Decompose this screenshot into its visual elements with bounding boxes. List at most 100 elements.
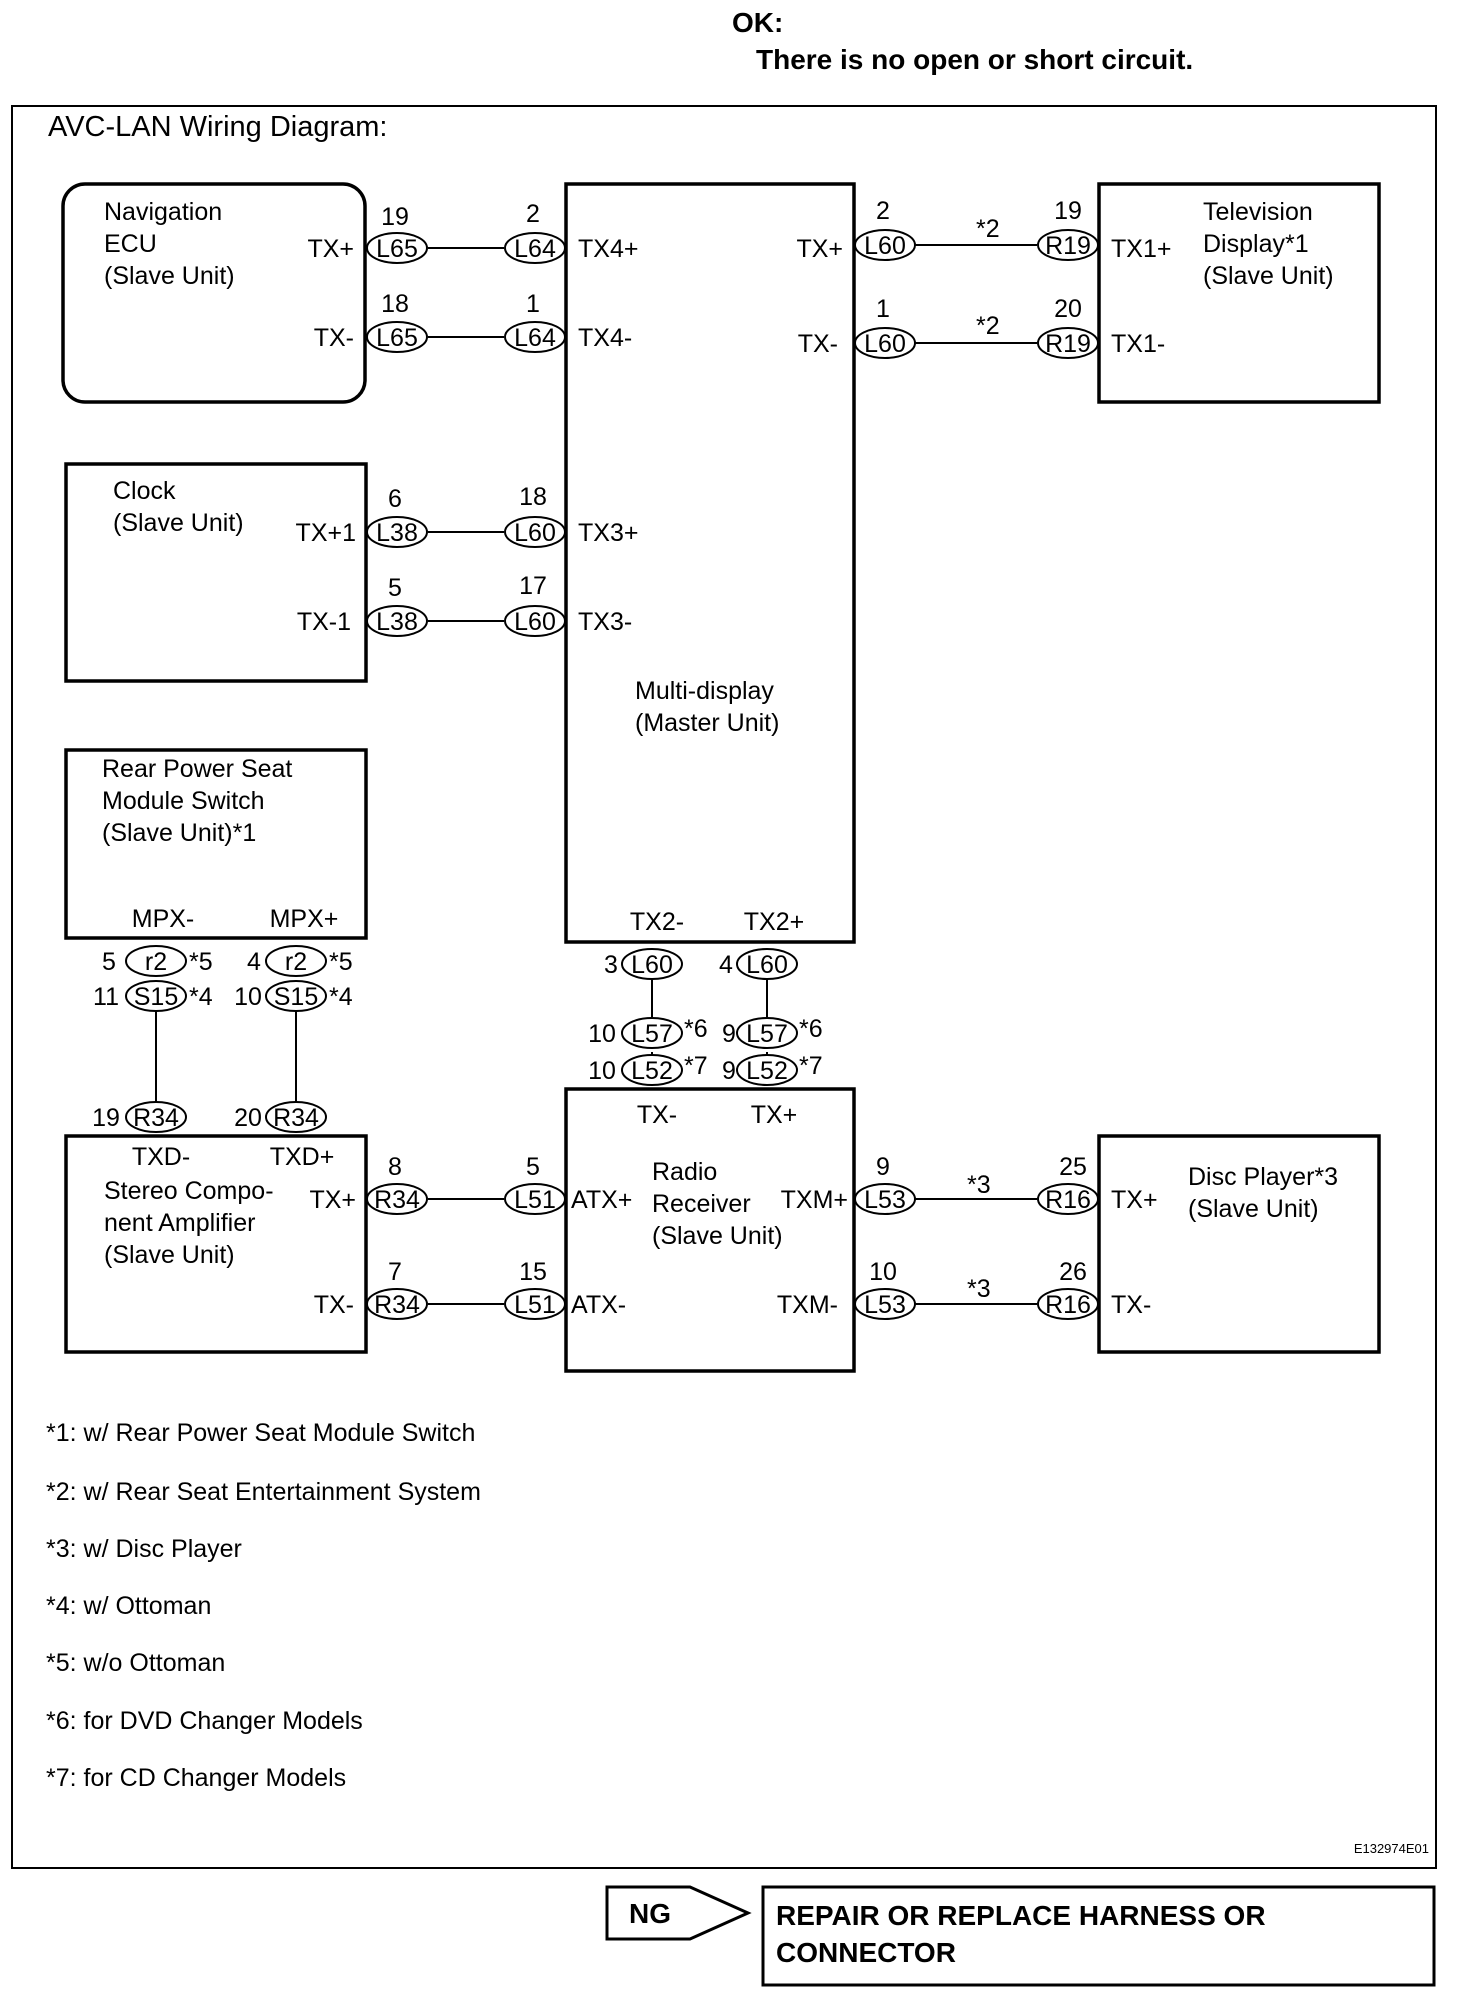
terminal-label: TX+ (309, 1186, 356, 1214)
terminal-label: MPX+ (270, 905, 339, 933)
pin-number: 3 (604, 951, 618, 979)
pin-number: 4 (247, 948, 261, 976)
pin-number: 10 (869, 1258, 897, 1286)
terminal-label: TX- (314, 1291, 354, 1319)
terminal-label: ATX+ (571, 1186, 632, 1214)
variant-mark: *4 (189, 983, 213, 1011)
ng-action-line-2: CONNECTOR (776, 1937, 956, 1968)
footnote: *2: w/ Rear Seat Entertainment System (46, 1478, 481, 1506)
connector-label: r2 (145, 948, 167, 976)
pin-number: 5 (102, 948, 116, 976)
disc-player-label-1: Disc Player*3 (1188, 1163, 1338, 1191)
television-display-label-1: Television (1203, 198, 1313, 226)
connector-label: L60 (864, 232, 906, 260)
pin-number: 2 (526, 200, 540, 228)
footnote: *4: w/ Ottoman (46, 1592, 211, 1620)
connector-label: L64 (514, 235, 556, 263)
terminal-label: TXD- (132, 1143, 190, 1171)
terminal-label: MPX- (132, 905, 195, 933)
variant-mark: *5 (329, 948, 353, 976)
terminal-label: TX4+ (578, 235, 638, 263)
terminal-label: TX3+ (578, 519, 638, 547)
terminal-label: TXD+ (270, 1143, 335, 1171)
pin-number: 20 (234, 1104, 262, 1132)
footnote: *5: w/o Ottoman (46, 1649, 225, 1677)
connector-label: L52 (746, 1057, 788, 1085)
variant-mark: *6 (684, 1015, 708, 1043)
radio-receiver-box (564, 1087, 856, 1373)
navigation-ecu-label-3: (Slave Unit) (104, 262, 235, 290)
pin-number: 5 (388, 574, 402, 602)
rear-power-seat-label-1: Rear Power Seat (102, 755, 292, 783)
variant-mark: *7 (684, 1052, 708, 1080)
connector-label: L51 (514, 1291, 556, 1319)
disc-player-label-2: (Slave Unit) (1188, 1195, 1319, 1223)
connector-label: L60 (746, 951, 788, 979)
variant-mark: *4 (329, 983, 353, 1011)
terminal-label: TX3- (578, 608, 632, 636)
terminal-label: TX1- (1111, 330, 1165, 358)
radio-receiver-label-3: (Slave Unit) (652, 1222, 783, 1250)
navigation-ecu-label-2: ECU (104, 230, 157, 258)
terminal-label: TX1+ (1111, 235, 1171, 263)
terminal-label: TX+ (796, 235, 843, 263)
terminal-label: TX+ (751, 1101, 798, 1129)
pin-number: 6 (388, 485, 402, 513)
multi-display-label-1: Multi-display (635, 677, 774, 705)
pin-number: 2 (876, 197, 890, 225)
terminal-label: ATX- (571, 1291, 626, 1319)
terminal-label: TX+ (1111, 1186, 1158, 1214)
connector-label: L64 (514, 324, 556, 352)
pin-number: 18 (381, 290, 409, 318)
variant-mark: *3 (967, 1275, 991, 1303)
connector-label: R16 (1045, 1291, 1091, 1319)
ok-label: OK: (732, 7, 783, 38)
pin-number: 1 (876, 295, 890, 323)
connector-label: R34 (133, 1104, 179, 1132)
clock-label-1: Clock (113, 477, 176, 505)
terminal-label: TX- (637, 1101, 677, 1129)
pin-number: 10 (234, 983, 262, 1011)
ng-action-box (761, 1885, 1436, 1987)
connector-ovals (125, 229, 1099, 1320)
clock-box (64, 462, 368, 683)
ng-action-line-1: REPAIR OR REPLACE HARNESS OR (776, 1900, 1266, 1931)
terminal-label: TX4- (578, 324, 632, 352)
multi-display-box (564, 182, 856, 944)
television-display-box (1097, 182, 1381, 404)
stereo-amplifier-label-3: (Slave Unit) (104, 1241, 235, 1269)
connector-label: L51 (514, 1186, 556, 1214)
pin-number: 9 (722, 1057, 736, 1085)
connector-label: L65 (376, 324, 418, 352)
connector-label: R34 (374, 1291, 420, 1319)
terminal-label: TX2+ (744, 908, 804, 936)
connector-label: S15 (274, 983, 318, 1011)
pin-number: 17 (519, 572, 547, 600)
pin-number: 18 (519, 483, 547, 511)
footnote: *7: for CD Changer Models (46, 1764, 346, 1792)
connector-label: S15 (134, 983, 178, 1011)
pin-number: 9 (722, 1020, 736, 1048)
pin-number: 11 (93, 983, 119, 1011)
connector-label: R19 (1045, 330, 1091, 358)
variant-mark: *5 (189, 948, 213, 976)
variant-mark: *2 (976, 312, 1000, 340)
pin-number: 10 (588, 1020, 616, 1048)
pin-number: 20 (1054, 295, 1082, 323)
terminal-label: TX- (1111, 1291, 1151, 1319)
terminal-label: TX+ (307, 235, 354, 263)
stereo-amplifier-label-2: nent Amplifier (104, 1209, 255, 1237)
connector-label: L57 (746, 1020, 788, 1048)
diagram-title: AVC-LAN Wiring Diagram: (48, 111, 387, 143)
connector-label: L60 (864, 330, 906, 358)
footnote: *1: w/ Rear Power Seat Module Switch (46, 1419, 475, 1447)
terminal-label: TX-1 (297, 608, 351, 636)
terminal-label: TX- (314, 324, 354, 352)
connector-label: L60 (514, 608, 556, 636)
terminal-label: TXM+ (781, 1186, 848, 1214)
pin-number: 1 (526, 290, 540, 318)
ok-result-text: There is no open or short circuit. (756, 44, 1193, 75)
connector-label: L52 (631, 1057, 673, 1085)
pin-number: 10 (588, 1057, 616, 1085)
pin-number: 4 (719, 951, 733, 979)
